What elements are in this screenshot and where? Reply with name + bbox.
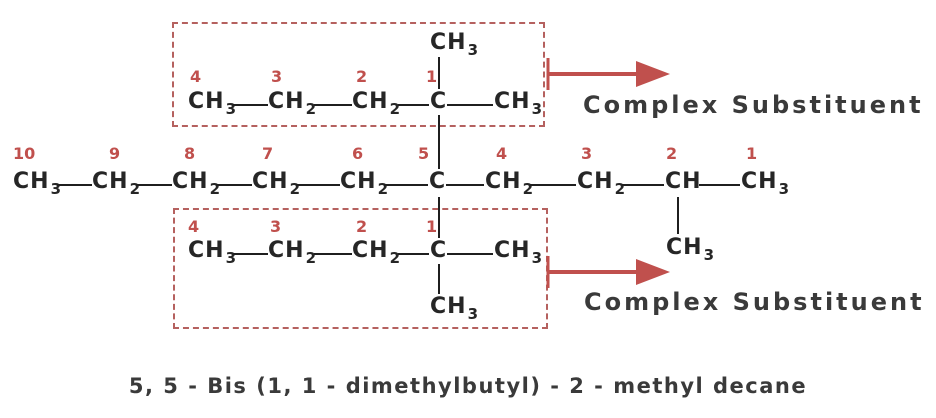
formula-group: CH3 bbox=[430, 294, 478, 323]
carbon-number: 8 bbox=[184, 144, 196, 163]
top-substituent-box bbox=[172, 22, 545, 127]
formula-subscript: 2 bbox=[305, 100, 316, 118]
bond-line-vertical bbox=[438, 264, 440, 294]
formula-subscript: 2 bbox=[389, 100, 400, 118]
formula-subscript: 3 bbox=[531, 249, 542, 267]
formula-group: CH3 bbox=[430, 30, 478, 59]
formula-group: C bbox=[430, 89, 448, 114]
carbon-number: 10 bbox=[13, 144, 36, 163]
bond-line bbox=[216, 184, 252, 186]
carbon-number: 4 bbox=[188, 217, 200, 236]
bond-line bbox=[699, 184, 740, 186]
formula-group: CH2 bbox=[352, 89, 400, 118]
formula-group: CH2 bbox=[577, 169, 625, 198]
formula-subscript: 3 bbox=[225, 100, 236, 118]
bond-line bbox=[530, 184, 576, 186]
bond-line bbox=[314, 253, 352, 255]
formula-subscript: 3 bbox=[778, 180, 789, 198]
formula-subscript: 3 bbox=[531, 100, 542, 118]
carbon-number: 9 bbox=[109, 144, 121, 163]
bond-line-vertical bbox=[438, 197, 440, 238]
bond-line bbox=[447, 104, 493, 106]
formula-group: C bbox=[429, 169, 447, 194]
bond-line bbox=[398, 104, 429, 106]
bond-line bbox=[136, 184, 172, 186]
carbon-number: 2 bbox=[356, 217, 368, 236]
formula-subscript: 3 bbox=[467, 305, 478, 323]
arrow-right-icon bbox=[546, 58, 670, 90]
formula-group: CH3 bbox=[13, 169, 61, 198]
formula-subscript: 2 bbox=[377, 180, 388, 198]
formula-subscript: 2 bbox=[129, 180, 140, 198]
bond-line bbox=[296, 184, 340, 186]
carbon-number: 5 bbox=[418, 144, 430, 163]
formula-group: CH2 bbox=[172, 169, 220, 198]
formula-group: CH2 bbox=[340, 169, 388, 198]
carbon-number: 4 bbox=[496, 144, 508, 163]
formula-group: CH bbox=[665, 169, 702, 194]
bond-line-vertical bbox=[438, 115, 440, 169]
complex-substituent-label-bottom: Complex Substituent bbox=[584, 288, 925, 316]
bond-line bbox=[233, 253, 268, 255]
formula-subscript: 3 bbox=[467, 41, 478, 59]
carbon-number: 4 bbox=[190, 67, 202, 86]
carbon-number: 1 bbox=[426, 217, 438, 236]
formula-subscript: 2 bbox=[614, 180, 625, 198]
bond-line bbox=[447, 253, 493, 255]
formula-subscript: 2 bbox=[389, 249, 400, 267]
formula-subscript: 3 bbox=[703, 246, 714, 264]
bond-line-vertical bbox=[438, 57, 440, 89]
carbon-number: 3 bbox=[581, 144, 593, 163]
formula-subscript: 3 bbox=[225, 249, 236, 267]
complex-substituent-label-top: Complex Substituent bbox=[583, 91, 924, 119]
formula-group: CH2 bbox=[268, 89, 316, 118]
formula-group: CH3 bbox=[188, 89, 236, 118]
formula-group: CH3 bbox=[494, 238, 542, 267]
formula-subscript: 2 bbox=[305, 249, 316, 267]
carbon-number: 2 bbox=[666, 144, 678, 163]
bond-line bbox=[446, 184, 484, 186]
carbon-number: 7 bbox=[262, 144, 274, 163]
bond-line bbox=[622, 184, 664, 186]
formula-group: CH2 bbox=[485, 169, 533, 198]
bond-line bbox=[398, 253, 429, 255]
formula-group: CH2 bbox=[352, 238, 400, 267]
bond-line bbox=[314, 104, 352, 106]
arrow-right-icon bbox=[546, 256, 670, 288]
formula-group: C bbox=[430, 238, 448, 263]
carbon-number: 1 bbox=[746, 144, 758, 163]
bond-line-vertical bbox=[677, 197, 679, 234]
formula-group: CH3 bbox=[666, 235, 714, 264]
bond-line bbox=[57, 184, 92, 186]
formula-group: CH2 bbox=[252, 169, 300, 198]
formula-subscript: 2 bbox=[209, 180, 220, 198]
formula-subscript: 3 bbox=[50, 180, 61, 198]
carbon-number: 1 bbox=[426, 67, 438, 86]
formula-group: CH2 bbox=[92, 169, 140, 198]
bond-line bbox=[233, 104, 268, 106]
formula-group: CH3 bbox=[188, 238, 236, 267]
carbon-number: 3 bbox=[271, 67, 283, 86]
bond-line bbox=[384, 184, 428, 186]
formula-group: CH3 bbox=[494, 89, 542, 118]
carbon-number: 2 bbox=[356, 67, 368, 86]
formula-group: CH3 bbox=[741, 169, 789, 198]
carbon-number: 3 bbox=[270, 217, 282, 236]
molecule-name-caption: 5, 5 - Bis (1, 1 - dimethylbutyl) - 2 - … bbox=[128, 374, 808, 398]
formula-subscript: 2 bbox=[289, 180, 300, 198]
formula-subscript: 2 bbox=[522, 180, 533, 198]
formula-group: CH2 bbox=[268, 238, 316, 267]
carbon-number: 6 bbox=[352, 144, 364, 163]
